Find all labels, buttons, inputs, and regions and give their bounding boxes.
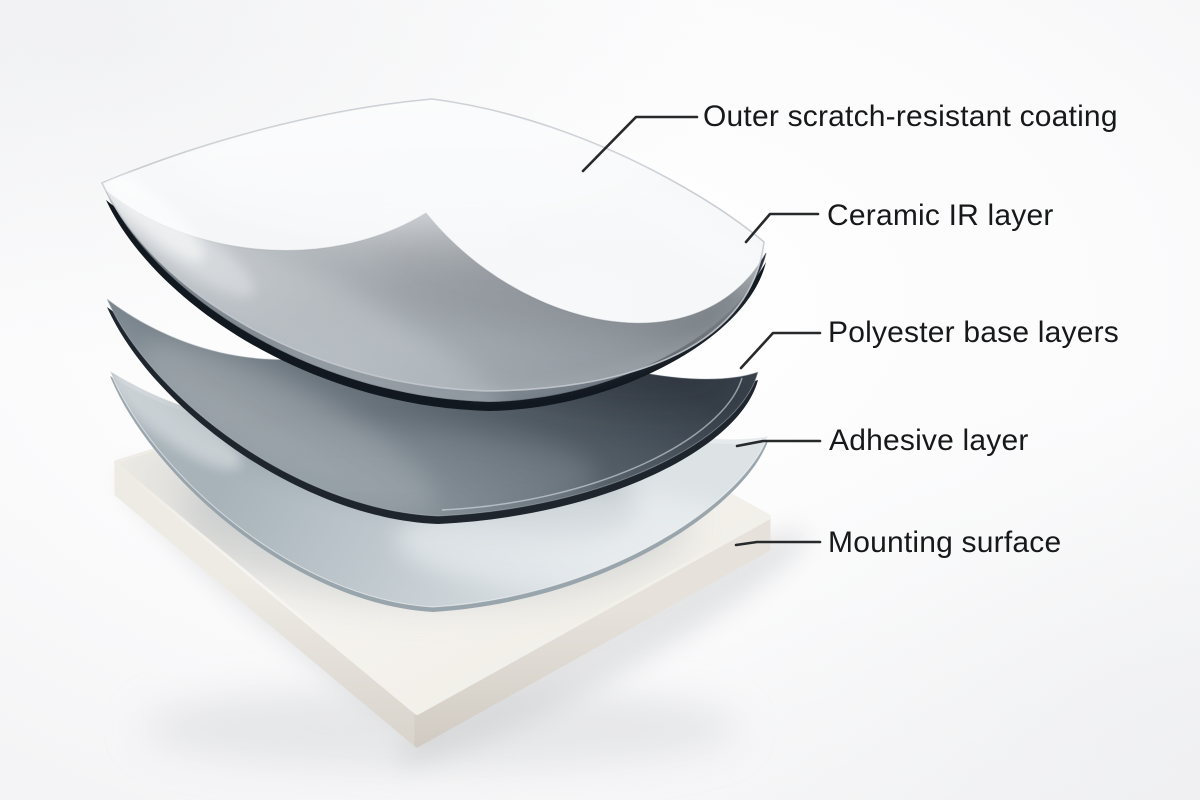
polyester-bottom-highlight — [441, 377, 743, 511]
leader-line-ceramic-ir — [744, 212, 820, 244]
outer-coating-layer — [100, 98, 765, 392]
leader-line-outer-coating — [581, 115, 699, 173]
outer-coating-highlights — [102, 99, 764, 286]
label-ceramic-ir: Ceramic IR layer — [827, 199, 1054, 232]
label-mounting-surface: Mounting surface — [828, 526, 1062, 559]
label-polyester-base: Polyester base layers — [828, 316, 1120, 349]
leader-line-adhesive — [735, 439, 822, 448]
label-outer-coating: Outer scratch-resistant coating — [703, 100, 1118, 133]
label-adhesive: Adhesive layer — [829, 424, 1029, 457]
leader-line-mounting-surface — [734, 540, 822, 547]
leader-lines — [581, 115, 822, 547]
leader-line-polyester-base — [739, 331, 822, 370]
